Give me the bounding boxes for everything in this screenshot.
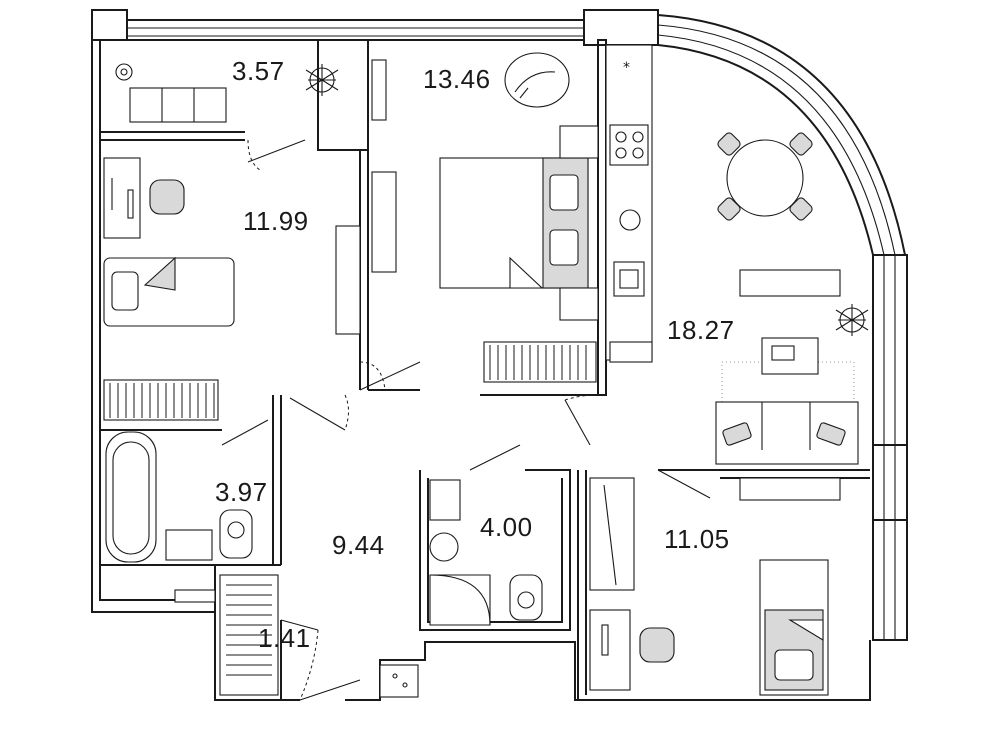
- plant2-icon: [835, 304, 869, 336]
- balcony-furniture: [115, 63, 339, 123]
- left-bedroom-furniture: [103, 157, 397, 421]
- radiator-left-hatch: [109, 383, 215, 418]
- right-bedroom-furniture: [379, 477, 841, 698]
- area-master-bedroom: 13.46: [423, 64, 491, 94]
- area-balcony: 3.57: [232, 56, 285, 86]
- interior-walls: [100, 39, 870, 700]
- radiator-hatch: [489, 345, 587, 380]
- kitchen-living-furniture: *: [605, 44, 869, 465]
- wardrobe-hatch: [219, 574, 279, 696]
- doors: [221, 139, 711, 701]
- area-living-kitchen: 18.27: [667, 315, 735, 345]
- svg-text:*: *: [623, 60, 630, 76]
- plant-icon: [305, 64, 339, 96]
- area-bathroom: 3.97: [215, 477, 268, 507]
- area-right-bedroom: 11.05: [664, 524, 730, 554]
- bathroom-fixtures: [105, 431, 253, 603]
- area-wc: 4.00: [480, 512, 533, 542]
- area-left-bedroom: 11.99: [243, 206, 309, 236]
- wc-fixtures: [429, 479, 543, 626]
- area-wardrobe: 1.41: [258, 623, 311, 653]
- area-hallway: 9.44: [332, 530, 385, 560]
- master-bedroom-furniture: [371, 52, 599, 383]
